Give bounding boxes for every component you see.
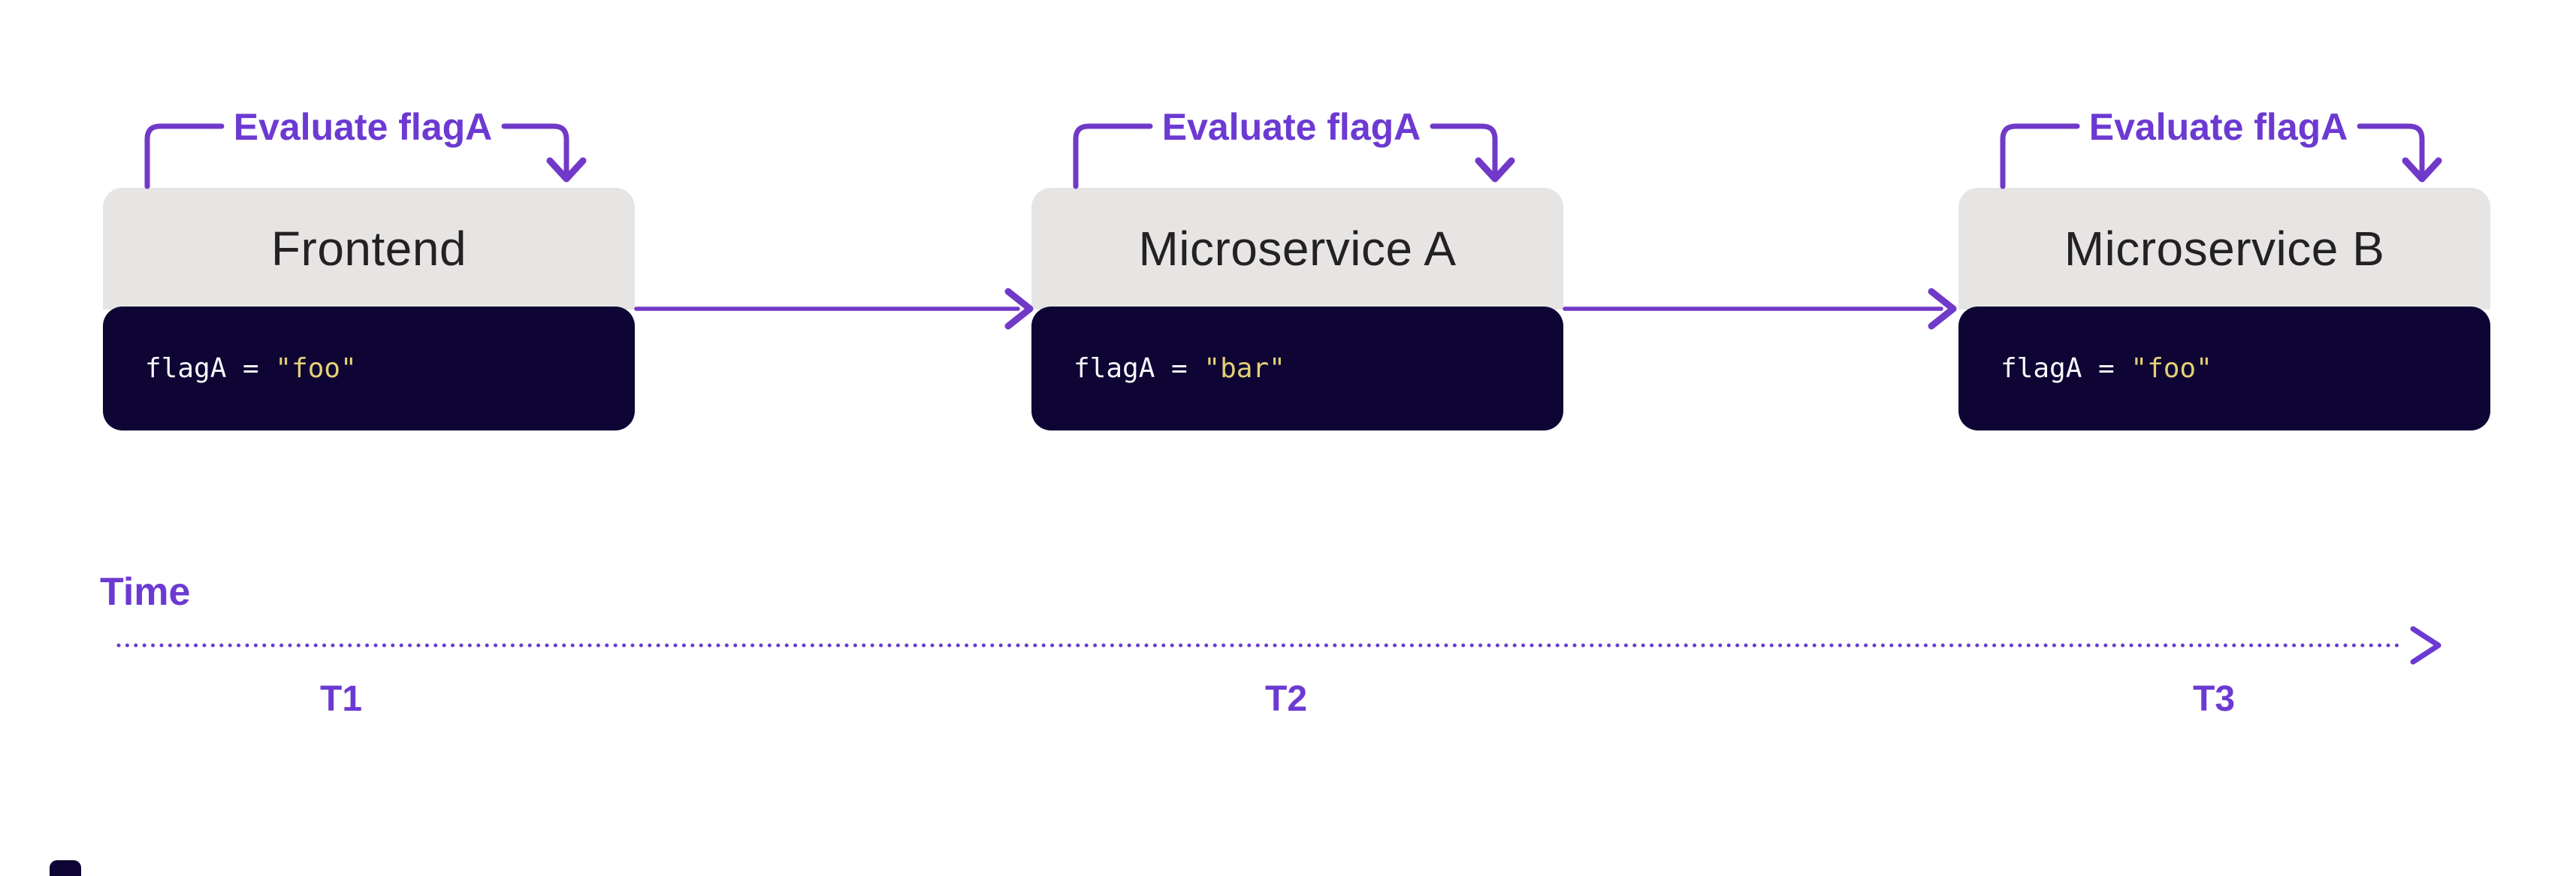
axis-arrowhead-icon bbox=[2410, 626, 2442, 665]
cutoff-box-fragment bbox=[50, 860, 81, 876]
time-axis-dotted-arrow bbox=[116, 626, 2442, 665]
annotation-label: Evaluate flagA bbox=[234, 106, 493, 148]
service-code-box: flagA = "foo" bbox=[103, 307, 635, 430]
annotation-arrowhead-icon bbox=[2402, 157, 2442, 183]
service-code-box: flagA = "foo" bbox=[1958, 307, 2490, 430]
annotation-right-bracket bbox=[1430, 123, 1498, 176]
request-arrow-a-to-b bbox=[1563, 288, 1957, 330]
annotation-label: Evaluate flagA bbox=[1162, 106, 1421, 148]
service-name: Microservice B bbox=[2064, 222, 2385, 276]
arrowhead-icon bbox=[1004, 288, 1034, 330]
evaluate-flag-annotation-arrow: Evaluate flagA bbox=[1073, 106, 1515, 189]
annotation-label: Evaluate flagA bbox=[2089, 106, 2348, 148]
code-prefix: flagA = bbox=[1074, 353, 1204, 384]
evaluate-flag-annotation-arrow: Evaluate flagA bbox=[144, 106, 587, 189]
annotation-left-bracket bbox=[2000, 123, 2080, 189]
service-header: Frontend bbox=[103, 188, 635, 310]
service-header: Microservice B bbox=[1958, 188, 2490, 310]
service-header: Microservice A bbox=[1031, 188, 1563, 310]
service-name: Microservice A bbox=[1138, 222, 1457, 276]
annotation-right-bracket bbox=[501, 123, 569, 176]
annotation-left-bracket bbox=[1073, 123, 1153, 189]
service-card-microservice-b: Evaluate flagA Microservice B flagA = "f… bbox=[1958, 89, 2490, 430]
arrowhead-icon bbox=[1928, 288, 1957, 330]
time-tick-t2: T2 bbox=[1264, 679, 1308, 719]
code-line: flagA = "bar" bbox=[1074, 353, 1285, 384]
annotation-arrowhead-icon bbox=[1475, 157, 1515, 183]
code-string-value: "foo" bbox=[275, 353, 357, 384]
annotation-right-bracket bbox=[2357, 123, 2425, 176]
service-code-box: flagA = "bar" bbox=[1031, 307, 1563, 430]
code-line: flagA = "foo" bbox=[2001, 353, 2212, 384]
time-axis-title: Time bbox=[100, 570, 191, 614]
service-card-frontend: Evaluate flagA Frontend flagA = "foo" bbox=[103, 89, 635, 430]
code-prefix: flagA = bbox=[145, 353, 276, 384]
time-tick-t3: T3 bbox=[2192, 679, 2236, 719]
code-string-value: "bar" bbox=[1203, 353, 1285, 384]
annotation-arrowhead-icon bbox=[546, 157, 587, 183]
code-line: flagA = "foo" bbox=[145, 353, 357, 384]
service-card-microservice-a: Evaluate flagA Microservice A flagA = "b… bbox=[1031, 89, 1563, 430]
annotation-left-bracket bbox=[144, 123, 225, 189]
service-name: Frontend bbox=[270, 222, 467, 276]
request-arrow-frontend-to-a bbox=[634, 288, 1034, 330]
code-string-value: "foo" bbox=[2131, 353, 2212, 384]
time-tick-t1: T1 bbox=[319, 679, 363, 719]
evaluate-flag-annotation-arrow: Evaluate flagA bbox=[2000, 106, 2442, 189]
code-prefix: flagA = bbox=[2001, 353, 2131, 384]
